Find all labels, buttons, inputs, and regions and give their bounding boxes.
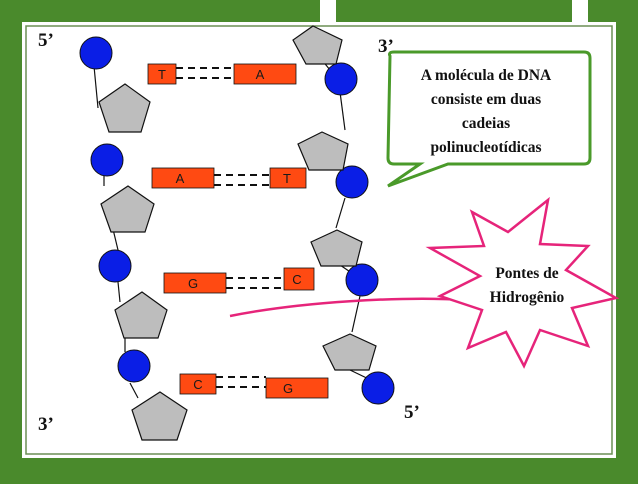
base-letter-left: G (188, 276, 198, 291)
sugar-pentagon (310, 229, 363, 267)
sugar-pentagon (322, 333, 377, 371)
base-letter-right: G (283, 381, 293, 396)
base-letter-right: C (292, 272, 301, 287)
starburst-connector (229, 297, 469, 318)
phosphate-circle (90, 143, 124, 177)
callout-line-4: polinucleotídicas (430, 139, 541, 156)
base-box-left (151, 167, 215, 189)
callout-line-1: A molécula de DNA (421, 67, 552, 84)
base-pair-3: G C (163, 267, 315, 294)
base-letter-left: C (193, 377, 202, 392)
phosphate-circle (345, 263, 379, 297)
sugar-pentagon (297, 131, 349, 171)
starburst-shape (425, 196, 620, 369)
sugar-pentagon (114, 291, 168, 339)
phosphate-circle (117, 349, 151, 383)
callout-bubble: A molécula de DNA consiste em duas cadei… (386, 50, 592, 188)
base-box-left (179, 373, 217, 395)
slide-border (25, 25, 613, 455)
end-label-left-top: 5’ (38, 30, 54, 51)
starburst-line-2: Hidrogênio (490, 289, 565, 306)
base-box-right (283, 267, 315, 291)
base-box-left (147, 63, 177, 85)
phosphate-circle (79, 36, 113, 70)
base-box-right (265, 377, 329, 399)
starburst-callout: Pontes de Hidrogênio (229, 196, 620, 369)
top-notch-right (572, 0, 588, 22)
callout-shape (386, 50, 592, 188)
base-pair-1: T A (147, 63, 297, 85)
sugar-pentagon (100, 185, 155, 233)
starburst-line-1: Pontes de (495, 265, 558, 282)
base-letter-left: A (176, 171, 185, 186)
base-box-right (269, 167, 307, 189)
end-label-right-bottom: 5’ (404, 402, 420, 423)
base-pair-4: C G (179, 373, 329, 399)
callout-line-2: consiste em duas (431, 91, 541, 108)
phosphate-circle (324, 62, 358, 96)
phosphate-circle (335, 165, 369, 199)
base-letter-right: T (283, 171, 291, 186)
phosphate-circle (98, 249, 132, 283)
base-letter-right: A (256, 67, 265, 82)
sugar-pentagon (292, 25, 343, 65)
sugar-pentagon (131, 391, 188, 441)
sugar-pentagon (98, 83, 151, 133)
base-box-left (163, 272, 227, 294)
phosphate-circle (361, 371, 395, 405)
hydrogen-bonds (176, 67, 284, 388)
base-box-right (233, 63, 297, 85)
base-letter-left: T (158, 67, 166, 82)
end-label-left-bottom: 3’ (38, 414, 54, 435)
sugar-groups (98, 25, 377, 441)
top-notch-left (320, 0, 336, 22)
callout-line-3: cadeias (462, 115, 510, 132)
base-pair-2: A T (151, 167, 307, 189)
phosphate-groups (79, 36, 395, 405)
